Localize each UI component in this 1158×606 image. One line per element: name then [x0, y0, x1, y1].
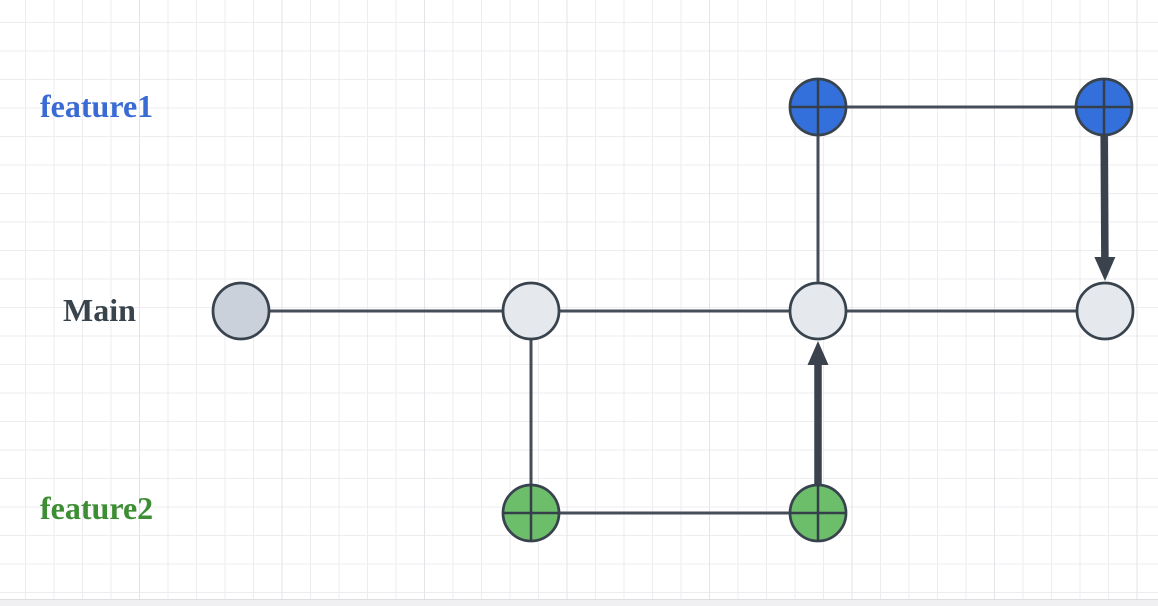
main-commit-1-circle[interactable] — [211, 281, 271, 341]
main-commit-2-circle[interactable] — [501, 281, 561, 341]
main-commit-4-circle[interactable] — [1075, 281, 1135, 341]
main-commit-2[interactable] — [501, 281, 561, 341]
feature1-commit-2[interactable] — [1074, 77, 1134, 137]
feature2-commit-1[interactable] — [501, 483, 561, 543]
merge-arrow-feature1-to-main-head — [1094, 256, 1116, 281]
merge-arrow-feature2-to-main-head — [807, 341, 829, 365]
feature1-commit-1[interactable] — [788, 77, 848, 137]
page-bottom-edge — [0, 599, 1158, 606]
branch-label-feature2[interactable]: feature2 — [40, 490, 154, 526]
main-commit-3-circle[interactable] — [788, 281, 848, 341]
commit-nodes-group — [211, 77, 1135, 543]
edges-group — [241, 105, 1105, 515]
feature2-commit-2[interactable] — [788, 483, 848, 543]
main-commit-3[interactable] — [788, 281, 848, 341]
branch-label-feature1[interactable]: feature1 — [40, 88, 154, 124]
main-commit-4[interactable] — [1075, 281, 1135, 341]
branch-label-main[interactable]: Main — [63, 292, 136, 328]
main-commit-1[interactable] — [211, 281, 271, 341]
